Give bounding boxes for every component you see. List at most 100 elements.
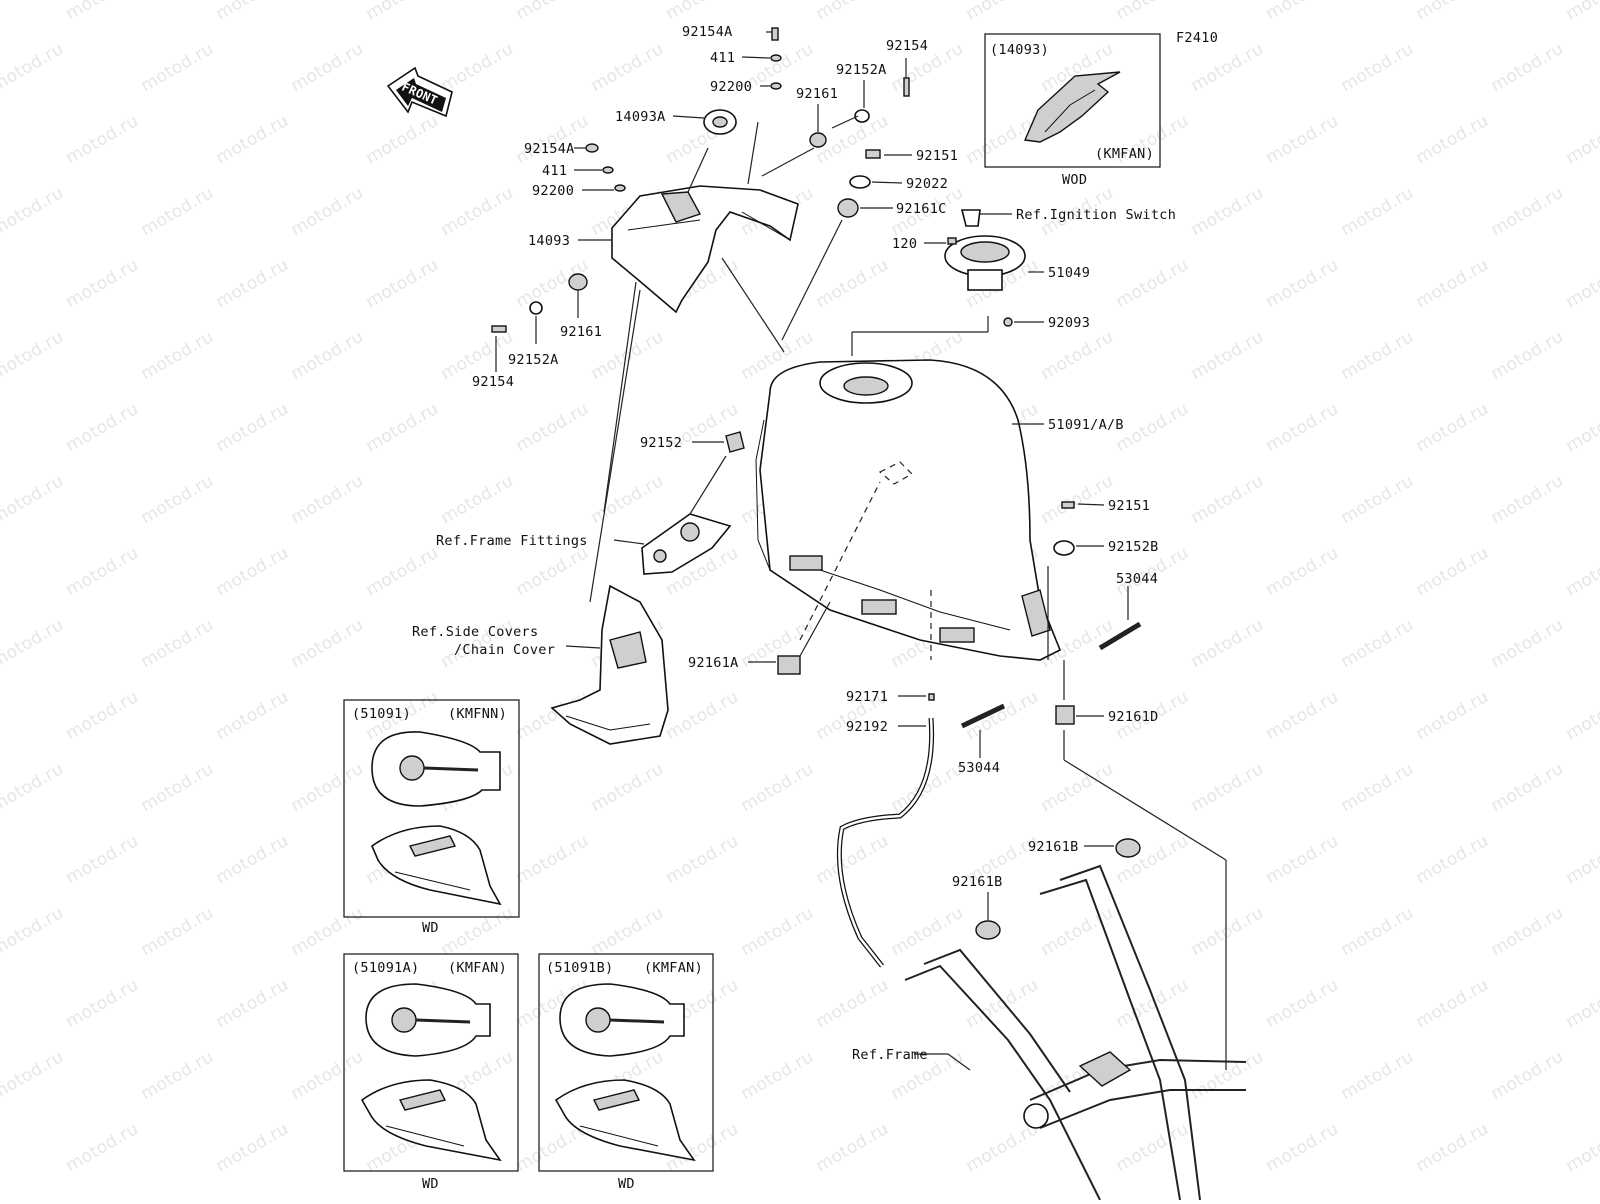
callout-92161D: 92161D: [1108, 709, 1159, 725]
watermark-text: motod.ru: [138, 39, 218, 97]
watermark-text: motod.ru: [1113, 0, 1193, 24]
watermark-text: motod.ru: [813, 1119, 893, 1177]
watermark-text: motod.ru: [1488, 903, 1568, 961]
watermark-text: motod.ru: [1488, 615, 1568, 673]
watermark-text: motod.ru: [63, 0, 143, 24]
watermark-text: motod.ru: [288, 759, 368, 817]
inset-left-model: (KMFNN): [448, 706, 507, 722]
watermark-text: motod.ru: [513, 0, 593, 24]
callout-92171: 92171: [846, 689, 888, 705]
watermark-text: motod.ru: [1413, 399, 1493, 457]
watermark-text: motod.ru: [63, 399, 143, 457]
watermark-text: motod.ru: [963, 0, 1043, 24]
watermark-text: motod.ru: [1413, 111, 1493, 169]
side-cover-chain-cover: [552, 586, 668, 744]
watermark-text: motod.ru: [63, 831, 143, 889]
watermark-text: motod.ru: [1488, 39, 1568, 97]
callout-92161C: 92161C: [896, 201, 947, 217]
watermark-text: motod.ru: [663, 0, 743, 24]
watermark-text: motod.ru: [213, 399, 293, 457]
watermark-text: motod.ru: [1413, 543, 1493, 601]
callout-411-top: 411: [710, 50, 735, 66]
callout-92192: 92192: [846, 719, 888, 735]
watermark-text: motod.ru: [963, 1119, 1043, 1177]
watermark-text: motod.ru: [138, 327, 218, 385]
watermark-text: motod.ru: [813, 975, 893, 1033]
watermark-text: motod.ru: [1413, 975, 1493, 1033]
watermark-text: motod.ru: [738, 1047, 818, 1105]
watermark-text: motod.ru: [588, 471, 668, 529]
watermark-text: motod.ru: [1263, 255, 1343, 313]
watermark-text: motod.ru: [0, 615, 67, 673]
diagram-code: F2410: [1176, 30, 1218, 46]
watermark-text: motod.ru: [138, 903, 218, 961]
watermark-text: motod.ru: [1113, 1119, 1193, 1177]
watermark-text: motod.ru: [363, 399, 443, 457]
watermark-text: motod.ru: [813, 255, 893, 313]
watermark-text: motod.ru: [0, 903, 67, 961]
watermark-text: motod.ru: [1263, 687, 1343, 745]
watermark-text: motod.ru: [1263, 0, 1343, 24]
watermark-text: motod.ru: [1188, 183, 1268, 241]
watermark-text: motod.ru: [813, 831, 893, 889]
watermark-text: motod.ru: [663, 831, 743, 889]
watermark-text: motod.ru: [1563, 1119, 1600, 1177]
watermark-text: motod.ru: [138, 615, 218, 673]
watermark-text: motod.ru: [963, 687, 1043, 745]
watermark-text: motod.ru: [63, 1119, 143, 1177]
inset-bottom-left-caption: WD: [422, 1176, 439, 1192]
inset-bottom-left-part: (51091A): [352, 960, 419, 976]
callout-92154-left: 92154: [472, 374, 514, 390]
callout-14093A: 14093A: [615, 109, 666, 125]
watermark-text: motod.ru: [1338, 183, 1418, 241]
watermark-text: motod.ru: [588, 759, 668, 817]
watermark-text: motod.ru: [1113, 255, 1193, 313]
watermark-text: motod.ru: [63, 255, 143, 313]
watermark-text: motod.ru: [1338, 903, 1418, 961]
watermark-text: motod.ru: [213, 543, 293, 601]
watermark-text: motod.ru: [1188, 903, 1268, 961]
watermark-text: motod.ru: [363, 0, 443, 24]
watermark-text: motod.ru: [138, 183, 218, 241]
watermark-text: motod.ru: [588, 39, 668, 97]
watermark-text: motod.ru: [588, 903, 668, 961]
callout-92200-top: 92200: [710, 79, 752, 95]
watermark-text: motod.ru: [1038, 471, 1118, 529]
watermark-text: motod.ru: [1113, 399, 1193, 457]
watermark-text: motod.ru: [1563, 0, 1600, 24]
callout-92200-mid: 92200: [532, 183, 574, 199]
watermark-text: motod.ru: [288, 615, 368, 673]
watermark-text: motod.ru: [663, 687, 743, 745]
callout-14093: 14093: [528, 233, 570, 249]
watermark-text: motod.ru: [288, 183, 368, 241]
watermark-text: motod.ru: [213, 255, 293, 313]
watermark-text: motod.ru: [1338, 615, 1418, 673]
callout-92161B-left: 92161B: [952, 874, 1003, 890]
watermark-text: motod.ru: [288, 39, 368, 97]
callout-ref-ignition-switch: Ref.Ignition Switch: [1016, 207, 1176, 223]
inset-bottom-mid-caption: WD: [618, 1176, 635, 1192]
watermark-text: motod.ru: [1563, 255, 1600, 313]
watermark-text: motod.ru: [1413, 1119, 1493, 1177]
watermark-text: motod.ru: [0, 759, 67, 817]
watermark-text: motod.ru: [363, 543, 443, 601]
watermark-text: motod.ru: [0, 183, 67, 241]
callout-92161A: 92161A: [688, 655, 739, 671]
watermark-text: motod.ru: [213, 975, 293, 1033]
watermark-text: motod.ru: [738, 903, 818, 961]
inset-bottom-mid-part: (51091B): [546, 960, 613, 976]
callout-120: 120: [892, 236, 917, 252]
callout-ref-frame-fittings: Ref.Frame Fittings: [436, 533, 588, 549]
watermark-text: motod.ru: [1488, 759, 1568, 817]
watermark-text: motod.ru: [1263, 831, 1343, 889]
watermark-text: motod.ru: [288, 903, 368, 961]
watermark-text: motod.ru: [1488, 1047, 1568, 1105]
watermark-text: motod.ru: [438, 39, 518, 97]
callout-411-mid: 411: [542, 163, 567, 179]
inset-top-right-part: (14093): [990, 42, 1049, 58]
watermark-text: motod.ru: [63, 975, 143, 1033]
watermark-text: motod.ru: [0, 327, 67, 385]
watermark-text: motod.ru: [1338, 1047, 1418, 1105]
watermark-text: motod.ru: [213, 831, 293, 889]
